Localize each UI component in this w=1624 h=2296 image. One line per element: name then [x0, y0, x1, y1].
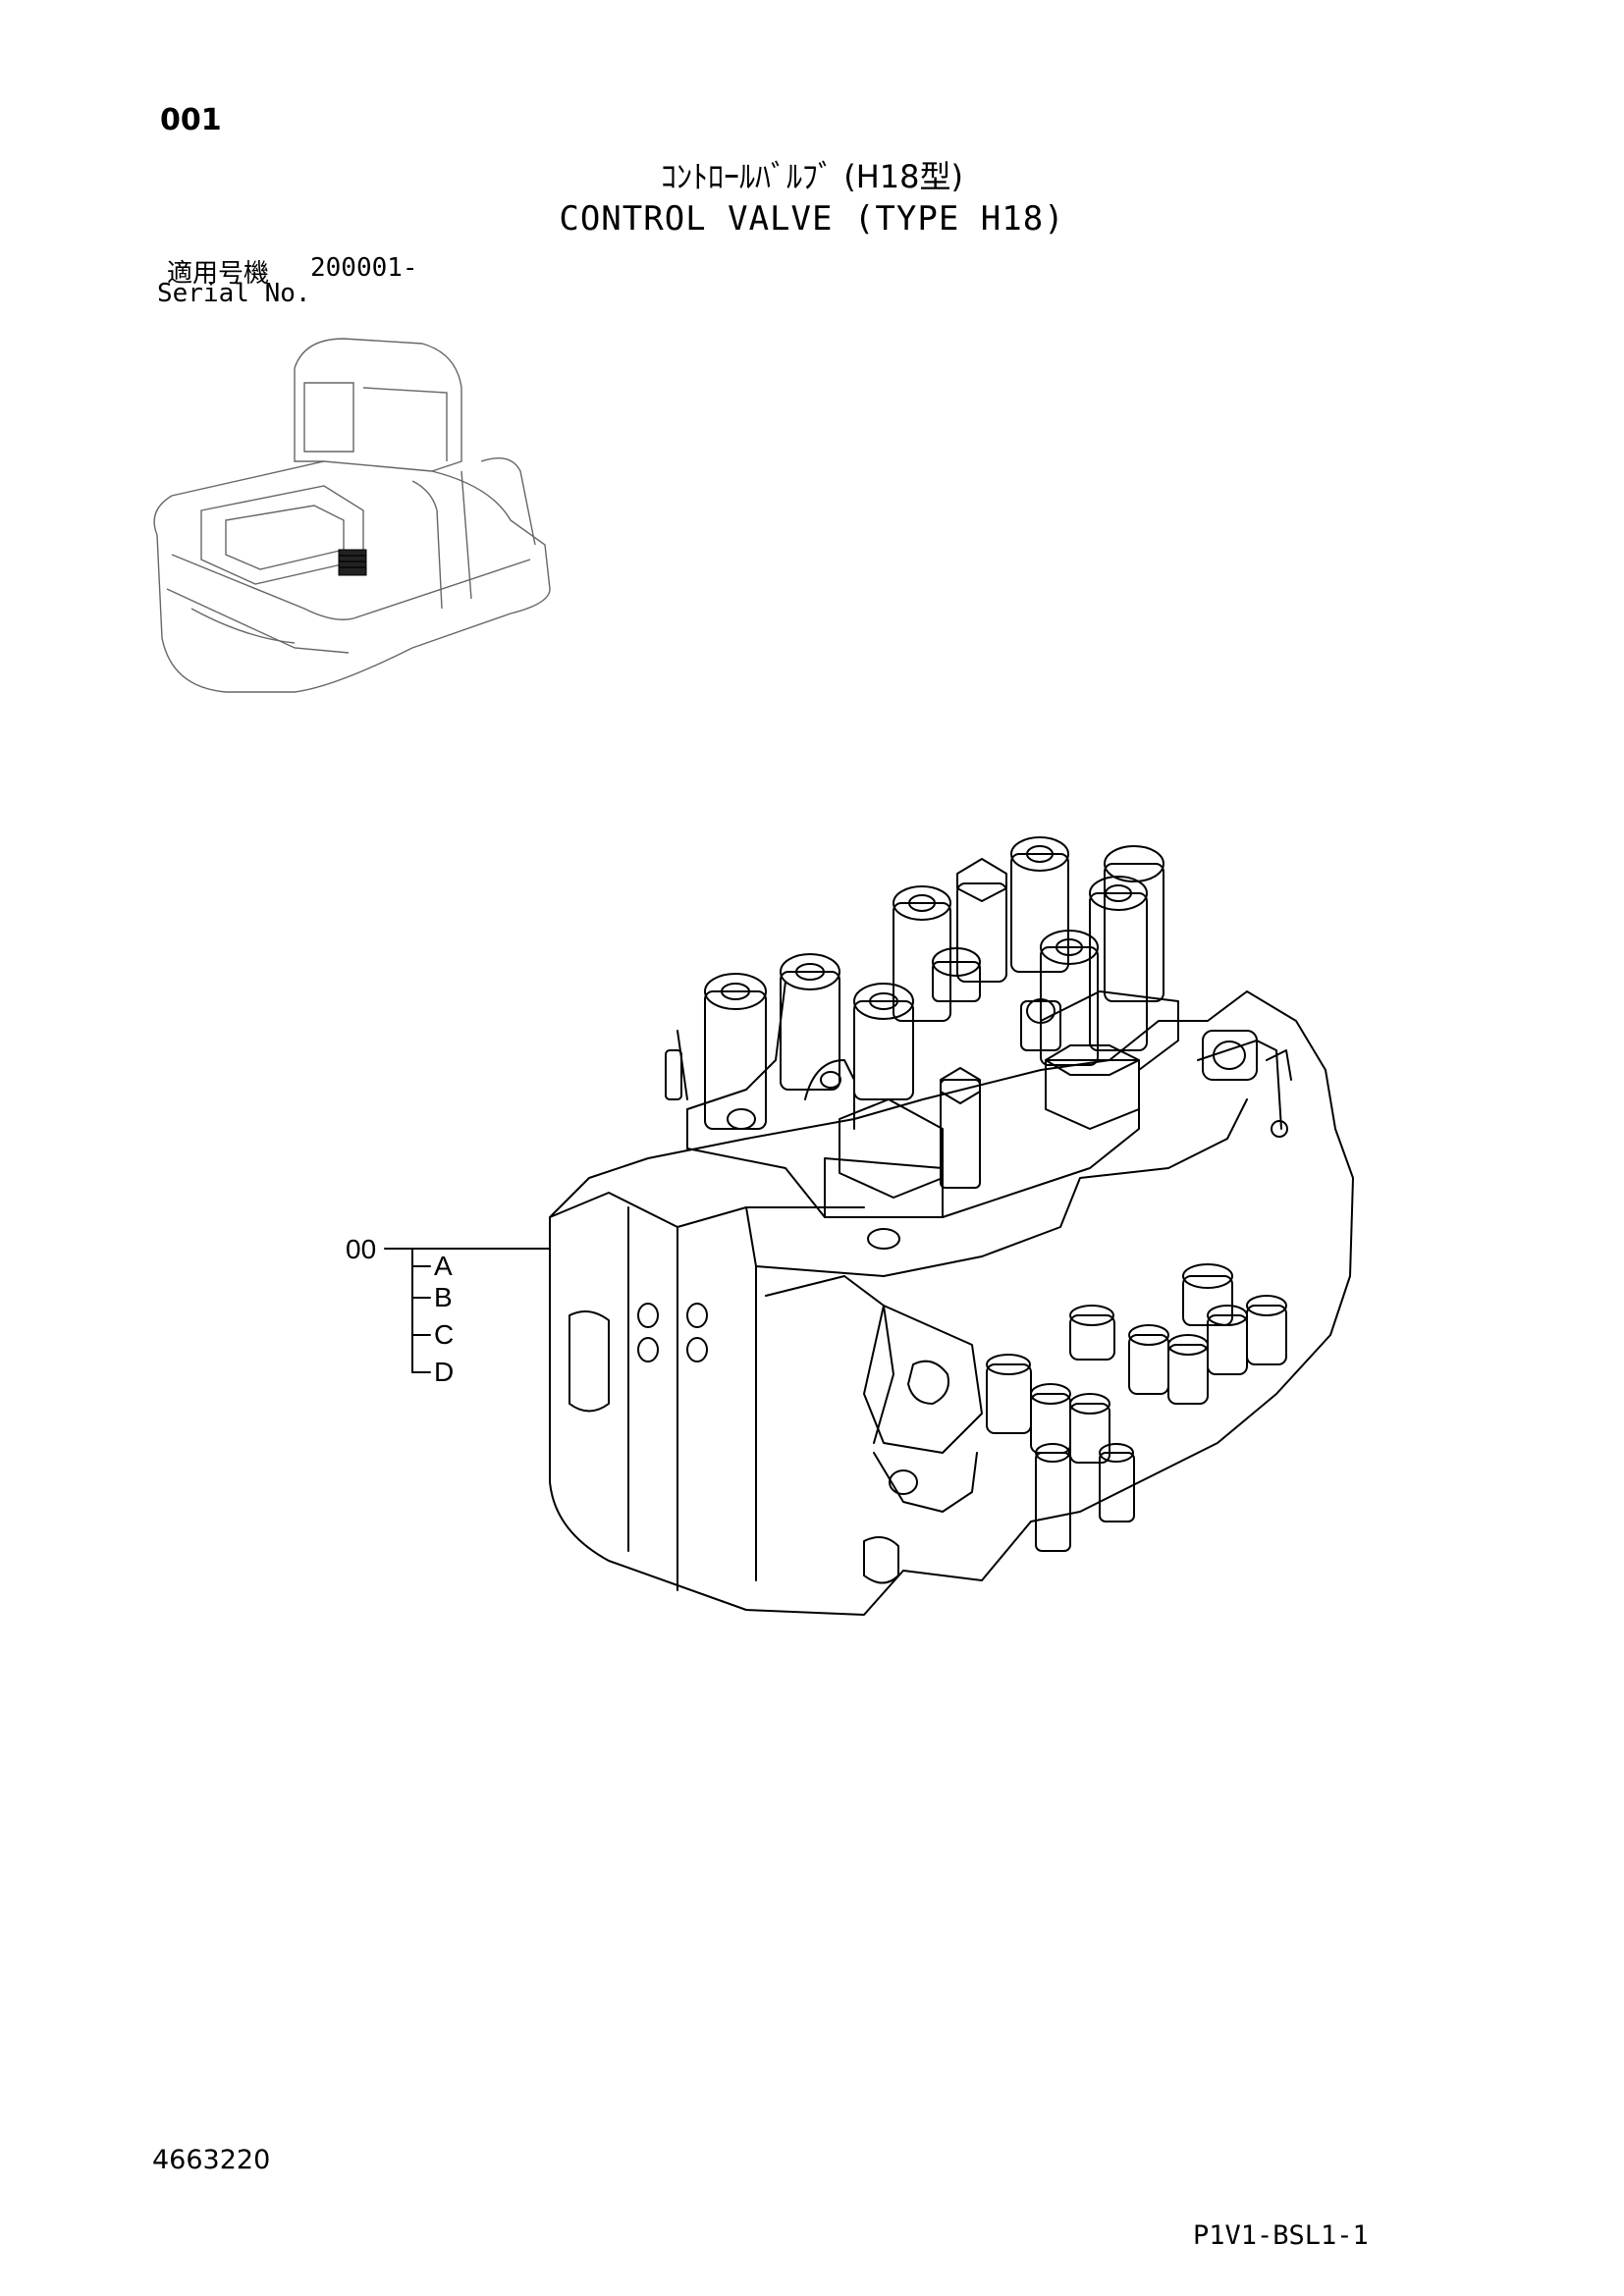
callout-item-d: D — [434, 1357, 454, 1387]
control-valve-drawing — [549, 836, 1354, 1616]
page-number: 001 — [160, 103, 222, 137]
serial-label-english: Serial No. — [157, 279, 311, 308]
title-english: CONTROL VALVE (TYPE H18) — [559, 199, 1065, 239]
pilot-fittings — [986, 1263, 1287, 1552]
callout-assembly-ref: 00 — [346, 1234, 376, 1264]
spool-caps — [665, 836, 1164, 1199]
excavator-location-icon — [153, 338, 551, 693]
title-japanese: ｺﾝﾄﾛｰﾙﾊﾞﾙﾌﾞ (H18型) — [661, 158, 963, 195]
callout-item-c: C — [434, 1319, 454, 1350]
serial-range: 200001- — [310, 253, 418, 283]
page-reference: P1V1-BSL1-1 — [1193, 2220, 1369, 2251]
document-code: 4663220 — [152, 2145, 271, 2175]
callout-item-a: A — [434, 1251, 453, 1281]
callout-leader — [384, 1248, 551, 1373]
serial-label-japanese: 適用号機 — [167, 259, 270, 289]
callout-item-b: B — [434, 1282, 453, 1312]
